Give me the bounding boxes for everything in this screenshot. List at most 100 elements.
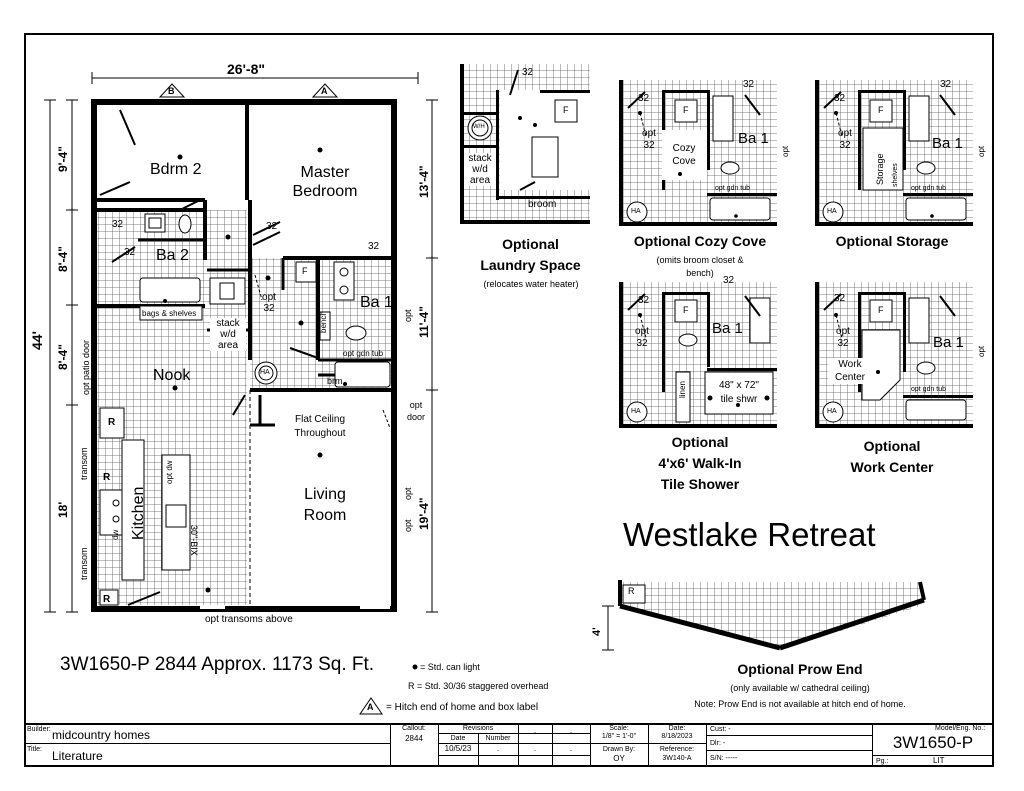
broom-closet-note: brm <box>327 376 343 386</box>
page-label: Pg.: <box>876 758 889 765</box>
length-dimension: 44' <box>29 331 45 350</box>
hitch-a-label: A <box>321 86 328 96</box>
stack-wd-area: stack w/d area <box>210 318 246 351</box>
opt-window-b: opt <box>403 519 413 532</box>
left-dim-3: 8'-4" <box>56 344 70 370</box>
shower-label-32-a: 32 <box>723 275 735 286</box>
cozy-label-32-a: 32 <box>743 79 755 90</box>
title-block-divider <box>24 743 390 744</box>
room-ba2: Ba 2 <box>156 247 189 264</box>
cozy-label-gdn-tub: opt gdn tub <box>715 185 751 192</box>
title-block-col1 <box>390 723 391 767</box>
shower-label-32-b: 32 <box>638 295 650 306</box>
shower-label-fridge: F <box>683 305 689 315</box>
staggered-overhead-r-lower: R <box>103 472 111 483</box>
work-label-opt32: opt 32 <box>836 326 850 349</box>
rev-date-value: 10/5/23 <box>444 744 472 753</box>
rev-date-label: Date <box>450 735 466 742</box>
date-label: Date: <box>668 725 686 732</box>
cozy-label-ha: HA <box>631 208 641 215</box>
revisions-label: Revisions <box>462 725 494 732</box>
title-block-col4 <box>648 723 649 767</box>
title-block-col2 <box>438 723 439 767</box>
laundry-label-broom: broom <box>528 199 557 210</box>
drawn-by-value: OY <box>613 754 625 763</box>
hitch-a-marker <box>311 83 339 98</box>
left-dim-1: 9'-4" <box>56 146 70 172</box>
option-work-center-title: Optional Work Center <box>850 438 934 475</box>
option-storage-title: Optional Storage <box>835 233 949 249</box>
reference-value: 3W140-A <box>662 755 692 762</box>
option-cozy-cove-sub: (omits broom closet & bench) <box>656 255 744 278</box>
option-laundry-sub: (relocates water heater) <box>483 279 579 289</box>
room-ba1: Ba 1 <box>360 294 393 311</box>
rev-col-3 <box>552 723 553 767</box>
rev-number-value: . <box>496 744 500 753</box>
bags-shelves-note: bags & shelves <box>142 309 197 318</box>
dealer-label: Dlr: - <box>710 740 726 747</box>
room-bdrm2: Bdrm 2 <box>150 161 202 178</box>
cozy-label-fridge: F <box>683 105 689 115</box>
shower-label-ha: HA <box>631 408 641 415</box>
bench-note: bench <box>319 311 328 333</box>
work-label-32: 32 <box>834 293 846 304</box>
closet-32-a: 32 <box>112 219 124 230</box>
right-dim-2: 11'-4" <box>417 306 431 338</box>
hitch-b-marker <box>158 83 186 98</box>
serial-number-label: S/N: ----- <box>710 755 738 762</box>
storage-label-ha: HA <box>827 208 837 215</box>
storage-label-gdn-tub: opt gdn tub <box>911 185 947 192</box>
title-block-col6 <box>872 723 873 767</box>
model-number: 3W1650-P <box>892 733 974 752</box>
right-dim-1: 13'-4" <box>417 165 431 198</box>
hitch-b-label: B <box>168 86 175 96</box>
prow-dimension: 4' <box>591 627 603 636</box>
right-dim-3: 19'-4" <box>417 497 431 530</box>
staggered-overhead-r-upper: R <box>108 417 116 428</box>
cust-divider-1 <box>706 735 872 736</box>
cozy-label-cozy-cove: Cozy Cove <box>672 143 696 167</box>
storage-label-opt32: opt 32 <box>838 128 852 151</box>
rev-dot-1: . <box>533 726 537 735</box>
builder-value: midcountry homes <box>52 728 151 742</box>
title-block-col5 <box>706 723 707 767</box>
work-label-fridge: F <box>878 305 884 315</box>
room-kitchen: Kitchen <box>130 486 147 540</box>
opt-dishwasher-note: opt dw <box>165 460 174 484</box>
drawing-frame <box>24 33 994 767</box>
rev-row-3 <box>438 755 590 756</box>
shower-label-tile-shwr: 48" x 72" tile shwr <box>719 380 759 405</box>
cozy-label-32-b: 32 <box>638 93 650 104</box>
room-master-bedroom: Master Bedroom <box>292 164 358 201</box>
prow-r-label: R <box>628 586 635 596</box>
rev-dot-2: . <box>569 726 573 735</box>
flat-ceiling-note: Flat Ceiling Throughout <box>294 414 346 439</box>
model-name-title: Westlake Retreat <box>623 516 876 553</box>
laundry-label-fridge: F <box>563 105 569 115</box>
prow-note: Note: Prow End is not available at hitch… <box>694 699 906 709</box>
builder-label: Builder: <box>27 726 51 733</box>
shower-label-linen: linen <box>678 381 687 398</box>
work-label-work-center: Work Center <box>828 358 872 384</box>
drawn-by-label: Drawn By: <box>602 746 636 753</box>
title-value: Literature <box>52 749 103 763</box>
model-divider <box>872 755 994 756</box>
width-dimension: 26'-8" <box>227 61 265 77</box>
island-note: 30"-BIX <box>189 525 199 556</box>
title-block <box>24 723 994 769</box>
water-heater-label: HA <box>260 369 270 376</box>
work-label-ba1: Ba 1 <box>933 334 964 351</box>
customer-label: Cust: - <box>710 726 731 733</box>
staggered-overhead-r-bottom: R <box>103 594 111 605</box>
scale-value: 1/8" = 1'-0" <box>601 733 637 740</box>
work-label-opt: opt <box>977 345 986 357</box>
option-cozy-cove-title: Optional Cozy Cove <box>633 233 767 249</box>
room-living-room: Living Room <box>303 486 347 524</box>
left-dim-4: 18' <box>56 501 70 518</box>
title-block-col3 <box>590 723 591 767</box>
rev-row-1 <box>438 733 590 734</box>
fridge-label: F <box>302 266 308 276</box>
callout-value: 2844 <box>405 734 423 743</box>
storage-label-fridge: F <box>878 105 884 115</box>
rev-dot-3: . <box>533 744 537 753</box>
